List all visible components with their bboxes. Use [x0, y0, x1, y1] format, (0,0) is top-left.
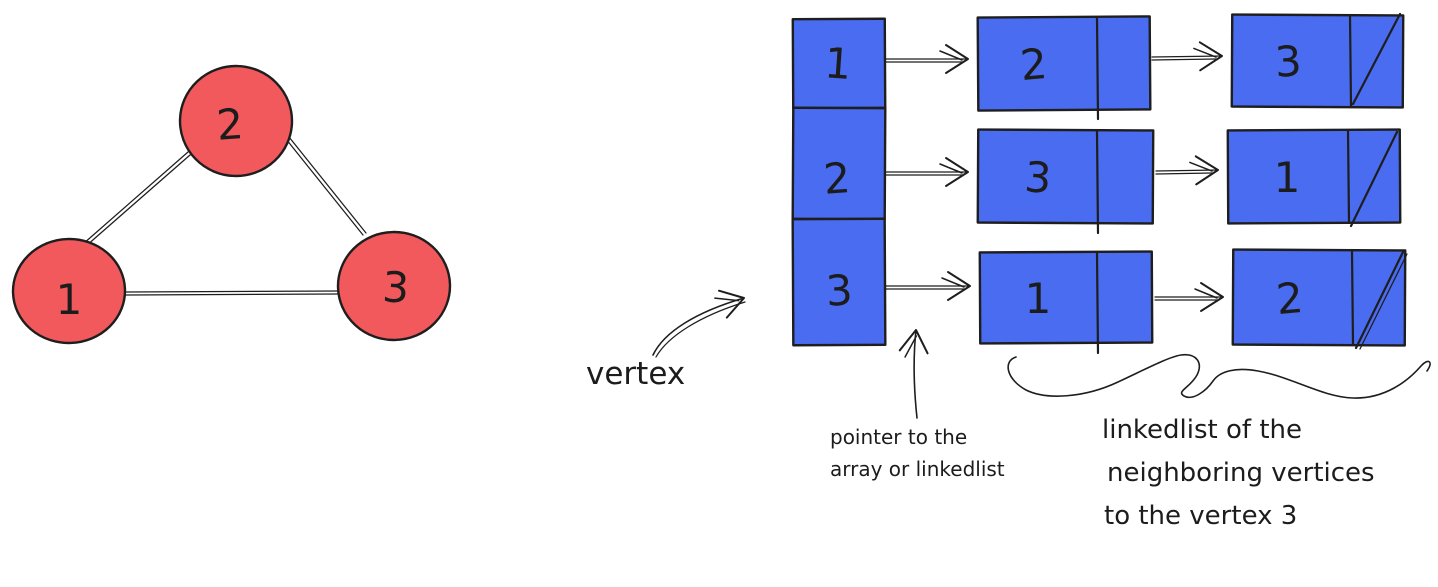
list-row-2: 3 1 [885, 128, 1402, 235]
linkedlist-brace-squiggle [1007, 353, 1431, 399]
graph-diagram: 1 2 3 [11, 64, 452, 345]
list-node-r2-first-label: 3 [1023, 152, 1053, 203]
list-row-1: 2 3 [885, 12, 1405, 121]
arrow-r2-next [1155, 155, 1219, 186]
list-node-r1-second-label: 3 [1274, 36, 1303, 86]
arrow-r2-next-overstroke [1155, 172, 1213, 175]
graph-edge-1-2-overstroke [85, 154, 191, 247]
list-node-r1-first [976, 15, 1152, 112]
array-cell-2-label: 2 [822, 153, 852, 204]
list-node-r1-first-divider [1095, 16, 1100, 121]
adjacency-structure: 1 2 3 2 3 3 [791, 12, 1408, 355]
list-node-r3-first [978, 250, 1154, 345]
vertex-arrow-overstroke [655, 301, 746, 358]
annotations: vertex pointer to the array or linkedlis… [586, 289, 1431, 531]
list-node-r1-second [1230, 13, 1405, 109]
array-cell-1-label: 1 [823, 38, 853, 89]
graph-node-2-circle [178, 64, 294, 178]
null-slash-r3 [1354, 250, 1405, 350]
graph-edge-2-3-overstroke [285, 138, 364, 236]
null-slash-r3-overstroke [1359, 253, 1408, 350]
pointer-note-line1: pointer to the [830, 425, 967, 449]
list-node-r1-second-divider [1348, 14, 1353, 108]
pointer-note-line2: array or linkedlist [830, 457, 1005, 481]
list-node-r2-second-divider [1346, 129, 1351, 224]
graph-node-1-label: 1 [56, 275, 83, 324]
arrow-r1-next [1151, 41, 1223, 72]
array-cell-3 [791, 217, 887, 347]
graph-node-2-label: 2 [215, 99, 245, 150]
graph-edge-1-3-overstroke [123, 293, 341, 296]
arrow-r1-next-overstroke [1151, 58, 1217, 61]
linkedlist-note-line3: to the vertex 3 [1104, 501, 1297, 531]
null-slash-r1 [1351, 12, 1402, 106]
vertex-label: vertex [586, 356, 685, 392]
list-node-r3-second-divider [1350, 249, 1355, 346]
vertex-arrow [652, 289, 745, 356]
graph-node-1-circle [11, 237, 127, 345]
list-node-r1-first-label: 2 [1018, 39, 1049, 90]
null-slash-r2 [1349, 130, 1399, 228]
list-node-r2-second [1226, 128, 1402, 225]
list-node-r3-second [1231, 248, 1407, 347]
graph-node-3-label: 3 [381, 262, 410, 312]
array-cell-3-label: 3 [825, 265, 854, 315]
list-node-r3-first-divider [1095, 251, 1100, 355]
list-node-r2-first [976, 128, 1155, 225]
list-node-r2-first-divider [1095, 129, 1100, 235]
list-node-r3-second-label: 2 [1274, 273, 1305, 324]
linkedlist-note-line1: linkedlist of the [1102, 415, 1302, 445]
graph-edge-1-3 [123, 290, 341, 293]
list-node-r2-second-label: 1 [1274, 153, 1301, 202]
graph-edge-1-2 [82, 151, 189, 245]
linkedlist-note-line2: neighboring vertices [1107, 458, 1375, 488]
graph-edge-2-3 [288, 136, 367, 234]
pointer-note-arrow [898, 329, 929, 419]
graph-node-3-circle [336, 230, 452, 342]
list-row-3: 1 2 [885, 248, 1408, 355]
list-node-r3-first-label: 1 [1025, 274, 1052, 323]
